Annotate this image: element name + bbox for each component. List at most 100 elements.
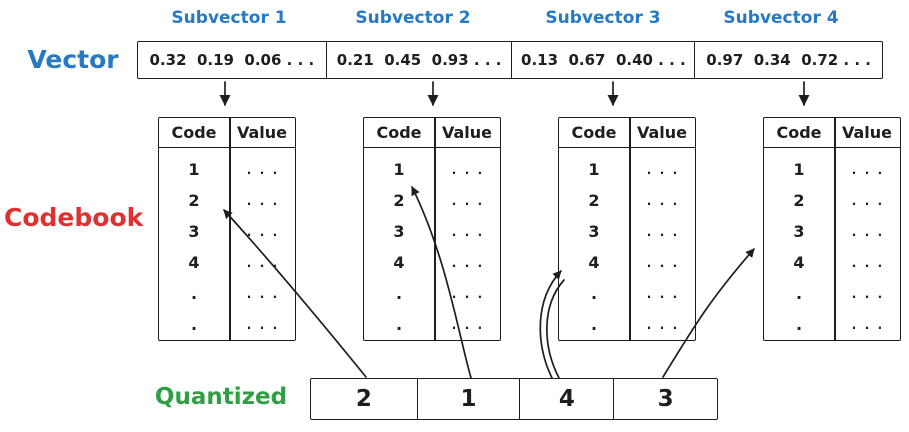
codebook-row: . . . .: [764, 309, 900, 340]
value-cell: . . .: [851, 317, 883, 332]
vector-cell-4: 0.97 0.34 0.72 . . .: [706, 51, 871, 69]
value-cell: . . .: [851, 162, 883, 177]
quantized-cell-3: 4: [520, 379, 615, 419]
codebook-table-4: Code Value 1. . .2. . .3. . .4. . ... . …: [763, 117, 901, 341]
code-cell: 1: [393, 160, 405, 179]
code-cell: .: [795, 284, 803, 303]
vector-cell-1: 0.32 0.19 0.06 . . .: [138, 42, 327, 78]
subvector-2-label: Subvector 2: [355, 8, 471, 28]
codebook-rows: 1. . .2. . .3. . .4. . ... . ... . .: [764, 150, 900, 340]
codebook-table-1: Code Value 1. . .2. . .3. . .4. . ... . …: [158, 117, 296, 341]
code-cell: 1: [588, 160, 600, 179]
value-cell: . . .: [451, 317, 483, 332]
codebook-row: 4 . . .: [559, 247, 695, 278]
value-cell: . . .: [646, 193, 678, 208]
code-cell: 2: [393, 191, 405, 210]
codebook-header-row: Code Value: [159, 118, 295, 148]
code-cell: .: [395, 315, 403, 334]
value-cell: . . .: [851, 224, 883, 239]
value-cell: . . .: [246, 286, 278, 301]
code-header: Code: [571, 123, 617, 142]
codebook-row: 2 . . .: [159, 185, 295, 216]
subvector-3-label: Subvector 3: [545, 8, 661, 28]
codebook-header-row: Code Value: [764, 118, 900, 148]
codebook-rows: 1 . . . 2 . . . 3 . . . 4 . . .. . . .. . . .: [559, 150, 695, 340]
value-header: Value: [236, 123, 288, 142]
codebook-row: 3 . . .: [364, 216, 500, 247]
value-cell: . . .: [646, 162, 678, 177]
codebook-row: 1 . . .: [364, 154, 500, 185]
codebook-label: Codebook: [4, 203, 144, 232]
code-cell: 1: [188, 160, 200, 179]
value-cell: . . .: [851, 255, 883, 270]
codebook-row: 4 . . .: [764, 247, 900, 278]
value-header: Value: [636, 123, 688, 142]
value-cell: . . .: [246, 317, 278, 332]
subvector-4-label: Subvector 4: [723, 8, 839, 28]
codebook-header-row: Code Value: [559, 118, 695, 148]
value-cell: . . .: [451, 286, 483, 301]
codebook-row: . . . .: [159, 278, 295, 309]
code-cell: .: [795, 315, 803, 334]
value-cell: . . .: [246, 193, 278, 208]
codebook-row: 3 . . .: [559, 216, 695, 247]
quantized-box: 2 1 4 3: [310, 378, 718, 420]
codebook-row: 3 . . .: [764, 216, 900, 247]
value-cell: . . .: [646, 286, 678, 301]
code-header: Code: [376, 123, 422, 142]
code-cell: 2: [588, 191, 600, 210]
quantized-cell-4: 3: [657, 386, 674, 412]
codebook-row: . . . .: [159, 309, 295, 340]
codebook-row: . . . .: [559, 278, 695, 309]
codebook-row: .. . .: [364, 278, 500, 309]
code-cell: 2: [793, 191, 805, 210]
code-cell: 4: [793, 253, 805, 272]
value-cell: . . .: [646, 255, 678, 270]
codebook-row: 1 . . .: [159, 154, 295, 185]
value-cell: . . .: [246, 162, 278, 177]
codebook-table-3: Code Value 1. . .2. . .3. . .4. . ... . …: [558, 117, 696, 341]
vector-label: Vector: [27, 45, 119, 74]
codebook-row: 2 . . .: [764, 185, 900, 216]
value-cell: . . .: [851, 193, 883, 208]
code-cell: 4: [588, 253, 600, 272]
codebook-row: . . . .: [364, 309, 500, 340]
code-cell: .: [590, 284, 598, 303]
code-cell: 3: [393, 222, 405, 241]
subvector-1-label: Subvector 1: [171, 8, 287, 28]
vector-box: 0.32 0.19 0.06 . . . 0.21 0.45 0.93 . . …: [137, 41, 883, 79]
codebook-row: 4. . .: [364, 247, 500, 278]
vector-cell-3: 0.13 0.67 0.40 . . .: [512, 42, 696, 78]
code-cell: .: [590, 315, 598, 334]
code-cell: 4: [188, 253, 200, 272]
quantized-cell-2: 1: [418, 379, 521, 419]
value-cell: . . .: [646, 317, 678, 332]
codebook-rows: 1. . .2. . .3. . .4. . ... . ... . .: [159, 150, 295, 340]
column-divider: [834, 118, 836, 340]
codebook-row: 2 . . .: [559, 185, 695, 216]
column-divider: [629, 118, 631, 340]
value-cell: . . .: [451, 193, 483, 208]
value-cell: . . .: [851, 286, 883, 301]
code-header: Code: [171, 123, 217, 142]
value-cell: . . .: [646, 224, 678, 239]
codebook-row: 1 . . .: [559, 154, 695, 185]
vector-cell-2: 0.21 0.45 0.93 . . .: [327, 42, 513, 78]
codebook-table-2: Code Value 1. . .2. . .3. . .4. . ... . …: [363, 117, 501, 341]
value-header: Value: [841, 123, 893, 142]
codebook-row: 2 . . .: [364, 185, 500, 216]
value-cell: . . .: [451, 255, 483, 270]
code-cell: 2: [188, 191, 200, 210]
code-header: Code: [776, 123, 822, 142]
codebook-row: . . . .: [559, 309, 695, 340]
codebook-rows: 1. . .2. . .3. . .4. . ... . ... . .: [364, 150, 500, 340]
code-cell: .: [190, 284, 198, 303]
value-cell: . . .: [451, 224, 483, 239]
value-cell: . . .: [246, 255, 278, 270]
code-cell: 3: [793, 222, 805, 241]
code-cell: .: [190, 315, 198, 334]
value-header: Value: [441, 123, 493, 142]
code-cell: 3: [588, 222, 600, 241]
value-cell: . . .: [451, 162, 483, 177]
